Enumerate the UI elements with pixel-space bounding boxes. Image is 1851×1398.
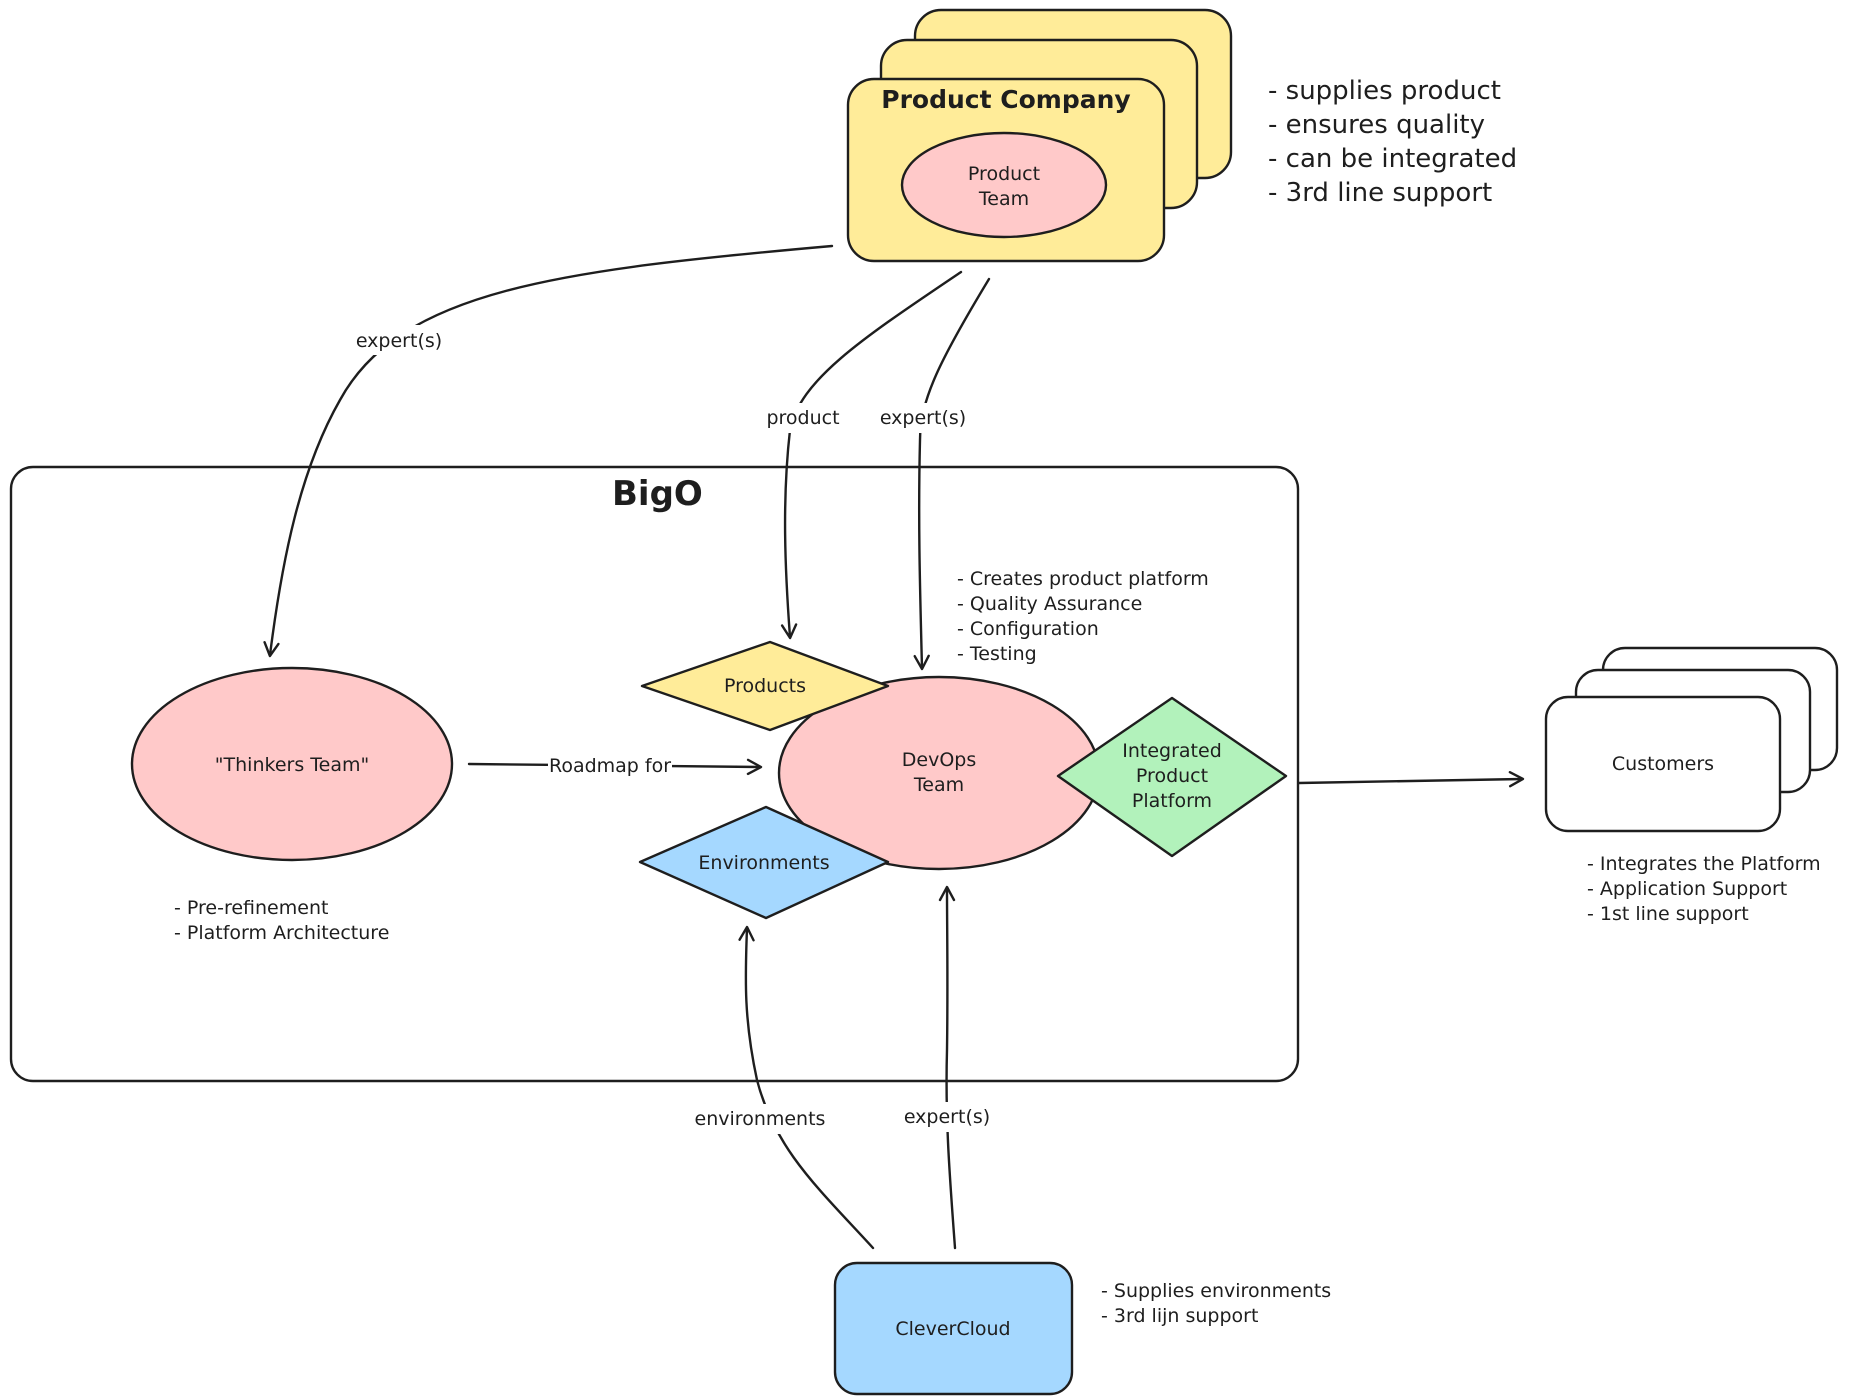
products-label: Products	[724, 675, 806, 697]
product-team-label-line2: Team	[978, 188, 1029, 210]
arrow-product-to-products[interactable]	[780, 270, 963, 640]
thinkers-team-node[interactable]	[130, 666, 454, 862]
edge-label-bg	[760, 403, 846, 433]
note-line: - can be integrated	[1268, 144, 1517, 174]
note-line: - 3rd lijn support	[1101, 1305, 1258, 1327]
bigo-container	[9, 465, 1300, 1083]
customers-card-front	[1544, 695, 1782, 833]
edge-label-bg	[697, 1104, 823, 1134]
arrow-experts-to-devops[interactable]	[913, 277, 991, 671]
devops-notes: - Creates product platform - Quality Ass…	[957, 568, 1209, 665]
edge-label-experts-cloud: expert(s)	[904, 1106, 990, 1128]
product-company-title: Product Company	[881, 85, 1130, 114]
note-line: - Platform Architecture	[174, 922, 389, 944]
note-line: - Testing	[957, 643, 1037, 665]
note-line: - Creates product platform	[957, 568, 1209, 590]
integrated-label-line1: Integrated	[1122, 740, 1222, 762]
bigo-title: BigO	[612, 474, 703, 514]
note-line: - ensures quality	[1268, 110, 1485, 140]
clevercloud-label: CleverCloud	[895, 1318, 1010, 1340]
edge-label-experts-devops: expert(s)	[880, 407, 966, 429]
customers[interactable]: Customers	[1544, 646, 1839, 833]
devops-team-label-line2: Team	[913, 774, 964, 796]
thinkers-notes: - Pre-refinement - Platform Architecture	[174, 897, 389, 944]
clevercloud-notes: - Supplies environments - 3rd lijn suppo…	[1101, 1280, 1331, 1327]
thinkers-team-label: "Thinkers Team"	[215, 754, 369, 776]
product-company-notes: - supplies product - ensures quality - c…	[1268, 76, 1517, 208]
edge-label-bg	[350, 325, 448, 355]
customers-label: Customers	[1612, 753, 1714, 775]
edge-label-environments: environments	[695, 1108, 826, 1130]
environments-label: Environments	[698, 852, 829, 874]
edge-label-bg	[548, 752, 672, 780]
note-line: - 3rd line support	[1268, 178, 1492, 208]
product-team-node[interactable]	[900, 131, 1108, 239]
edge-label-product: product	[766, 407, 839, 429]
edge-label-bg	[874, 403, 972, 433]
note-line: - supplies product	[1268, 76, 1501, 106]
arrow-to-customers[interactable]	[1297, 771, 1525, 788]
edge-label-experts-thinkers: expert(s)	[356, 330, 442, 352]
products-node[interactable]	[640, 640, 890, 732]
edge-label-roadmap: Roadmap for	[549, 755, 671, 777]
note-line: - Integrates the Platform	[1587, 853, 1821, 875]
customers-notes: - Integrates the Platform - Application …	[1587, 853, 1821, 925]
edge-label-bg	[898, 1102, 996, 1132]
integrated-label-line2: Product	[1136, 765, 1208, 787]
product-company[interactable]: Product Company Product Team	[846, 8, 1233, 263]
note-line: - Pre-refinement	[174, 897, 328, 919]
note-line: - Configuration	[957, 618, 1099, 640]
arrow-environments[interactable]	[738, 925, 875, 1250]
note-line: - 1st line support	[1587, 903, 1749, 925]
note-line: - Quality Assurance	[957, 593, 1142, 615]
note-line: - Supplies environments	[1101, 1280, 1331, 1302]
note-line: - Application Support	[1587, 878, 1787, 900]
arrow-experts-to-thinkers[interactable]	[263, 244, 834, 658]
integrated-platform-node[interactable]	[1056, 696, 1288, 858]
clevercloud-node[interactable]	[833, 1261, 1074, 1396]
integrated-label-line3: Platform	[1132, 790, 1212, 812]
environments-node[interactable]	[638, 805, 890, 920]
devops-team-label-line1: DevOps	[902, 749, 976, 771]
product-team-label-line1: Product	[968, 163, 1040, 185]
arrow-experts-from-cloud[interactable]	[938, 885, 957, 1250]
